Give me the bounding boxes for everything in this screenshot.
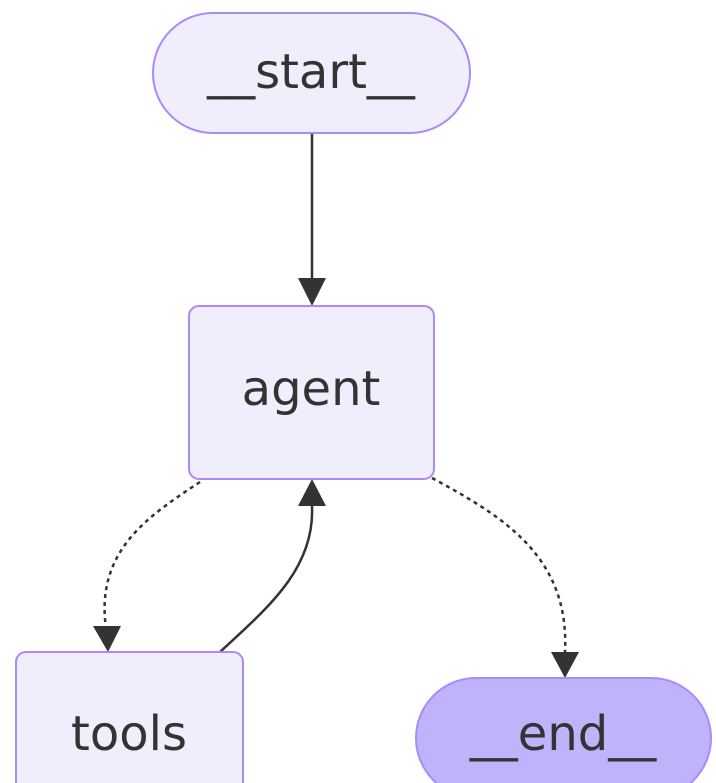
edge-tools-to-agent [219,505,314,653]
node-start-shape [152,12,471,134]
arrowhead-agent-to-end [551,652,579,678]
node-agent-shape [188,305,435,480]
arrowhead-start-to-agent [298,278,326,306]
node-agent-label: agent [242,361,381,417]
edge-agent-to-end [431,476,567,653]
arrowhead-tools-to-agent [298,479,326,506]
node-start[interactable]: __start__ [152,12,471,134]
node-end-label: __end__ [469,706,657,762]
node-tools-label: tools [71,706,187,762]
node-agent[interactable]: agent [188,305,435,480]
edges [93,133,579,678]
node-tools-shape [15,651,244,783]
node-start-label: __start__ [206,44,416,100]
node-end-shape [415,677,712,783]
node-tools[interactable]: tools [15,651,244,783]
node-end[interactable]: __end__ [415,677,712,783]
arrowhead-agent-to-tools [93,626,121,652]
edge-agent-to-tools [103,480,201,629]
